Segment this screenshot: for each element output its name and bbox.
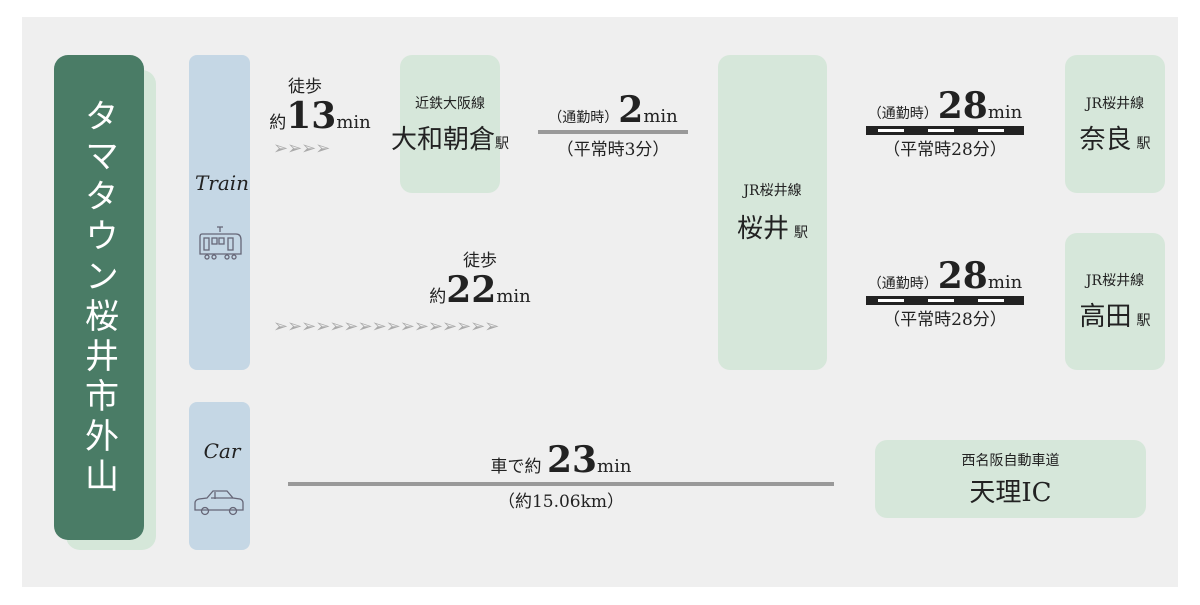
car-unit: min (597, 456, 632, 477)
train-label: Train (194, 171, 250, 195)
car-column (189, 402, 250, 550)
rush-minutes: 2 (618, 89, 644, 131)
station-suffix: 駅 (794, 225, 809, 241)
rush-label: （通勤時） (867, 276, 938, 292)
walk1-approx: 約 (269, 112, 287, 133)
walk1-prefix: 徒歩 (288, 77, 322, 97)
rush-minutes: 28 (937, 255, 988, 297)
station-yamato-asakura: 近鉄大阪線 大和朝倉駅 (391, 55, 509, 193)
station-name: 奈良 (1079, 124, 1132, 155)
walk2-minutes: 22 (446, 268, 497, 311)
walk2-prefix: 徒歩 (463, 251, 497, 271)
car-minutes: 23 (546, 439, 598, 481)
tenri-ic: 西名阪自動車道 天理IC (875, 440, 1146, 518)
jr-line-takada (866, 296, 1024, 305)
origin-card: タマタウン桜井市外山 (54, 55, 144, 540)
station-name: 桜井 (736, 214, 789, 244)
leg-takada-time: （通勤時）28min (866, 258, 1024, 294)
station-line: JR桜井線 (1085, 95, 1145, 112)
rush-label: （通勤時） (548, 110, 619, 126)
leg1-line (538, 130, 688, 134)
station-line: 近鉄大阪線 (415, 95, 485, 112)
station-name: 大和朝倉 (391, 124, 496, 155)
leg1-time: （通勤時）2min (538, 92, 688, 128)
station-nara: JR桜井線 奈良 駅 (1065, 55, 1165, 193)
train-column (189, 55, 250, 370)
station-takada: JR桜井線 高田 駅 (1065, 233, 1165, 370)
leg-nara-time: （通勤時）28min (866, 88, 1024, 124)
car-distance: （約15.06km） (497, 492, 625, 512)
leg1-normal: （平常時3分） (556, 140, 670, 160)
station-suffix: 駅 (1136, 135, 1151, 152)
car-time: 車で約 23min (288, 442, 834, 478)
walk1-minutes: 13 (286, 94, 337, 137)
unit: min (987, 102, 1023, 123)
walk2-arrows: ➢➢➢➢➢➢➢➢➢➢➢➢➢➢➢➢ (273, 316, 499, 337)
origin-label: タマタウン桜井市外山 (78, 97, 119, 498)
station-line: JR桜井線 (1085, 273, 1145, 289)
station-sakurai: JR桜井線 桜井 駅 (718, 55, 827, 370)
walk1-label: 徒歩 約13min (262, 77, 378, 137)
car-icon (194, 490, 244, 516)
leg-takada-normal: （平常時28分） (883, 310, 1007, 330)
station-suffix: 駅 (1136, 313, 1151, 329)
station-suffix: 駅 (495, 135, 510, 152)
unit: min (987, 272, 1023, 293)
car-line (288, 482, 834, 486)
leg-nara-normal: （平常時28分） (883, 140, 1007, 160)
unit: min (643, 106, 678, 127)
train-icon (199, 226, 242, 260)
walk1-unit: min (336, 111, 371, 133)
rush-minutes: 28 (937, 85, 988, 127)
road-name: 西名阪自動車道 (961, 452, 1060, 469)
jr-line-nara (866, 126, 1024, 135)
ic-name: 天理IC (969, 477, 1052, 508)
walk2-label: 徒歩 約22min (410, 251, 550, 311)
station-line: JR桜井線 (743, 183, 802, 199)
walk2-unit: min (496, 285, 531, 307)
walk2-approx: 約 (429, 286, 447, 307)
walk1-arrows: ➢➢➢➢ (273, 138, 330, 159)
car-prefix: 車で約 (490, 457, 542, 477)
car-label: Car (203, 439, 241, 463)
station-name: 高田 (1079, 302, 1132, 332)
rush-label: （通勤時） (867, 106, 938, 122)
